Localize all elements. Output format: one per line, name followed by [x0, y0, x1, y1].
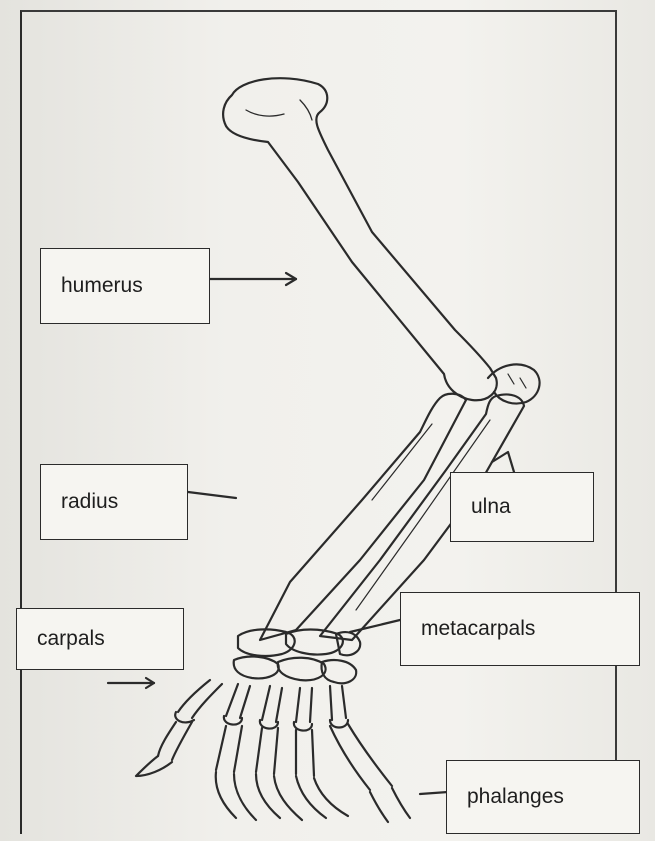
ulna-label: ulna	[451, 495, 511, 519]
carpals-label-box: carpals	[16, 608, 184, 670]
radius-pointer	[188, 492, 236, 498]
phalanges-pointer	[420, 792, 448, 794]
carpals-label: carpals	[17, 627, 105, 651]
phalanx-bones	[136, 722, 410, 822]
metacarpals-label: metacarpals	[401, 617, 535, 641]
humerus-label-box: humerus	[40, 248, 210, 324]
humerus-bone	[223, 78, 497, 400]
phalanges-label: phalanges	[447, 785, 564, 809]
radius-label: radius	[41, 490, 118, 514]
carpal-bones	[234, 629, 361, 683]
phalanges-label-box: phalanges	[446, 760, 640, 834]
metacarpals-pointer	[350, 620, 400, 632]
ulna-label-box: ulna	[450, 472, 594, 542]
humerus-label: humerus	[41, 274, 143, 298]
metacarpals-label-box: metacarpals	[400, 592, 640, 666]
radius-label-box: radius	[40, 464, 188, 540]
metacarpal-bones	[175, 680, 348, 731]
